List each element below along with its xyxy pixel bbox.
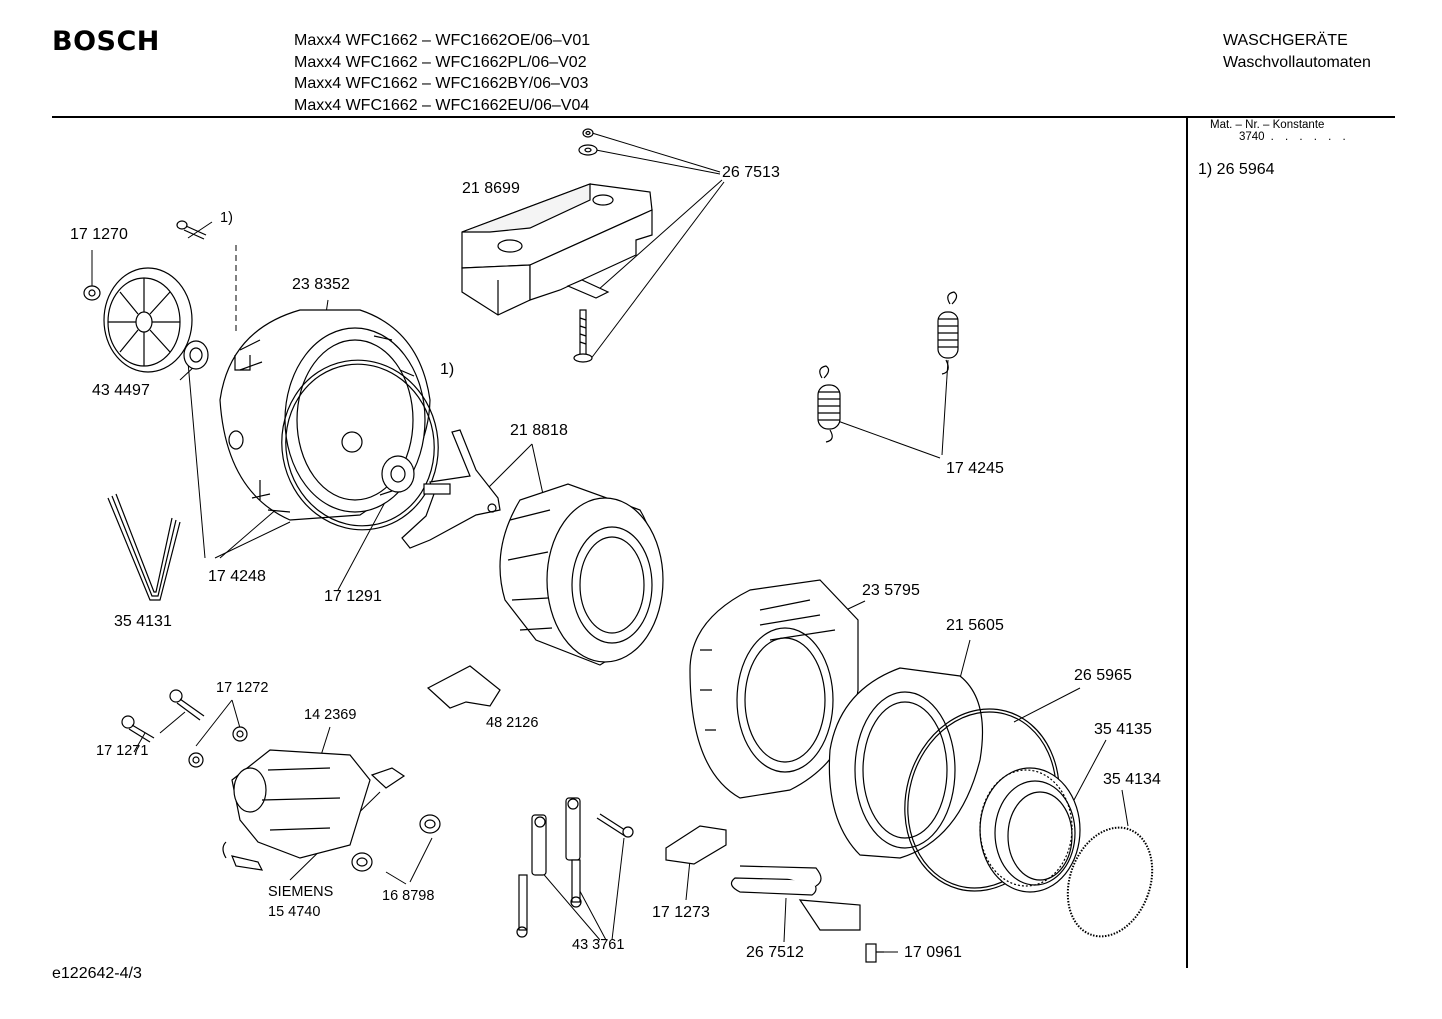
spring-icon: [937, 291, 959, 375]
motor-icon: [222, 749, 406, 871]
category-block: WASCHGERÄTE Waschvollautomaten: [1223, 30, 1371, 73]
model-list: Maxx4 WFC1662 – WFC1662OE/06–V01 Maxx4 W…: [294, 30, 590, 116]
part-label: 17 4245: [946, 460, 1004, 477]
temperature-sensor-icon: [865, 943, 884, 963]
part-label: 16 8798: [382, 888, 435, 904]
part-label: 43 3761: [572, 937, 625, 953]
footnote-marker: 1): [220, 210, 233, 226]
screw-icon: [121, 715, 155, 743]
spring-icon: [817, 365, 841, 443]
header-divider: [52, 116, 1395, 118]
part-label: 35 4131: [114, 613, 172, 630]
part-label: 21 5605: [946, 617, 1004, 634]
part-label: 26 7513: [722, 164, 780, 181]
part-label: 26 5965: [1074, 667, 1132, 684]
bush-icon: [351, 852, 373, 872]
material-number-value: 3740 . . . . . .: [1239, 131, 1350, 143]
side-panel-divider: [1186, 116, 1188, 968]
part-label: 21 8818: [510, 422, 568, 439]
sensor-holder-icon: [665, 825, 727, 865]
drum-spider-icon: [401, 429, 501, 549]
part-label: 21 8699: [462, 180, 520, 197]
bearing-icon: [381, 455, 415, 493]
part-label: 17 1271: [96, 743, 149, 759]
material-number-label: Mat. – Nr. – Konstante: [1210, 119, 1325, 131]
shock-absorber-icon: [565, 797, 582, 908]
belt-icon: [107, 493, 181, 601]
part-label: 17 1272: [216, 680, 269, 696]
footnote-marker: 1): [440, 361, 455, 378]
model-line: Maxx4 WFC1662 – WFC1662PL/06–V02: [294, 53, 587, 71]
part-label: 17 1291: [324, 588, 382, 605]
bearing-icon: [183, 340, 209, 370]
door-bellows-icon: [828, 667, 983, 859]
part-label: 14 2369: [304, 707, 357, 723]
category-title: WASCHGERÄTE: [1223, 32, 1348, 49]
shock-absorber-icon: [516, 814, 547, 938]
part-label: 17 0961: [904, 944, 962, 961]
drawing-id: e122642-4/3: [52, 965, 142, 982]
part-label: 35 4135: [1094, 721, 1152, 738]
screw-icon: [169, 689, 205, 721]
model-line: Maxx4 WFC1662 – WFC1662EU/06–V04: [294, 96, 590, 114]
part-label: 23 8352: [292, 276, 350, 293]
part-label: 17 1273: [652, 904, 710, 921]
screw-icon: [596, 813, 634, 838]
spring-ring-icon: [1066, 826, 1154, 938]
part-label: 26 7512: [746, 944, 804, 961]
bolt-icon: [83, 285, 101, 301]
mounting-plate-icon: [426, 665, 501, 709]
nut-icon: [188, 752, 204, 768]
part-label: 23 5795: [862, 582, 920, 599]
front-tub-icon: [689, 579, 859, 799]
bolt-icon: [573, 309, 593, 363]
heating-element-icon: [730, 865, 861, 931]
drum-icon: [499, 483, 664, 666]
bush-icon: [419, 814, 441, 834]
brand-logo: BOSCH: [52, 26, 160, 57]
part-label: 15 4740: [268, 904, 321, 920]
material-constant-block: Mat. – Nr. – Konstante 3740 . . . . . .: [1210, 119, 1350, 143]
clamp-plate-icon: [566, 279, 610, 299]
footnote-part-number: 1) 26 5964: [1198, 161, 1275, 178]
part-label: 43 4497: [92, 382, 150, 399]
nut-washer-icon: [578, 128, 598, 156]
dot-leader: . . . . . .: [1270, 131, 1350, 143]
model-line: Maxx4 WFC1662 – WFC1662BY/06–V03: [294, 75, 589, 92]
manufacturer-label: SIEMENS: [268, 884, 334, 900]
part-label: 17 1270: [70, 226, 128, 243]
pulley-icon: [103, 267, 193, 373]
part-label: 17 4248: [208, 568, 266, 585]
nut-icon: [232, 726, 248, 742]
material-constant: 3740: [1239, 131, 1265, 143]
screw-icon: [176, 220, 207, 240]
category-subtitle: Waschvollautomaten: [1223, 53, 1371, 71]
part-label: 48 2126: [486, 715, 539, 731]
part-label: 35 4134: [1103, 771, 1161, 788]
door-ring-icon: [979, 767, 1081, 893]
gasket-ring-icon: [281, 359, 439, 531]
model-line: Maxx4 WFC1662 – WFC1662OE/06–V01: [294, 32, 591, 49]
counterweight-icon: [461, 183, 653, 316]
